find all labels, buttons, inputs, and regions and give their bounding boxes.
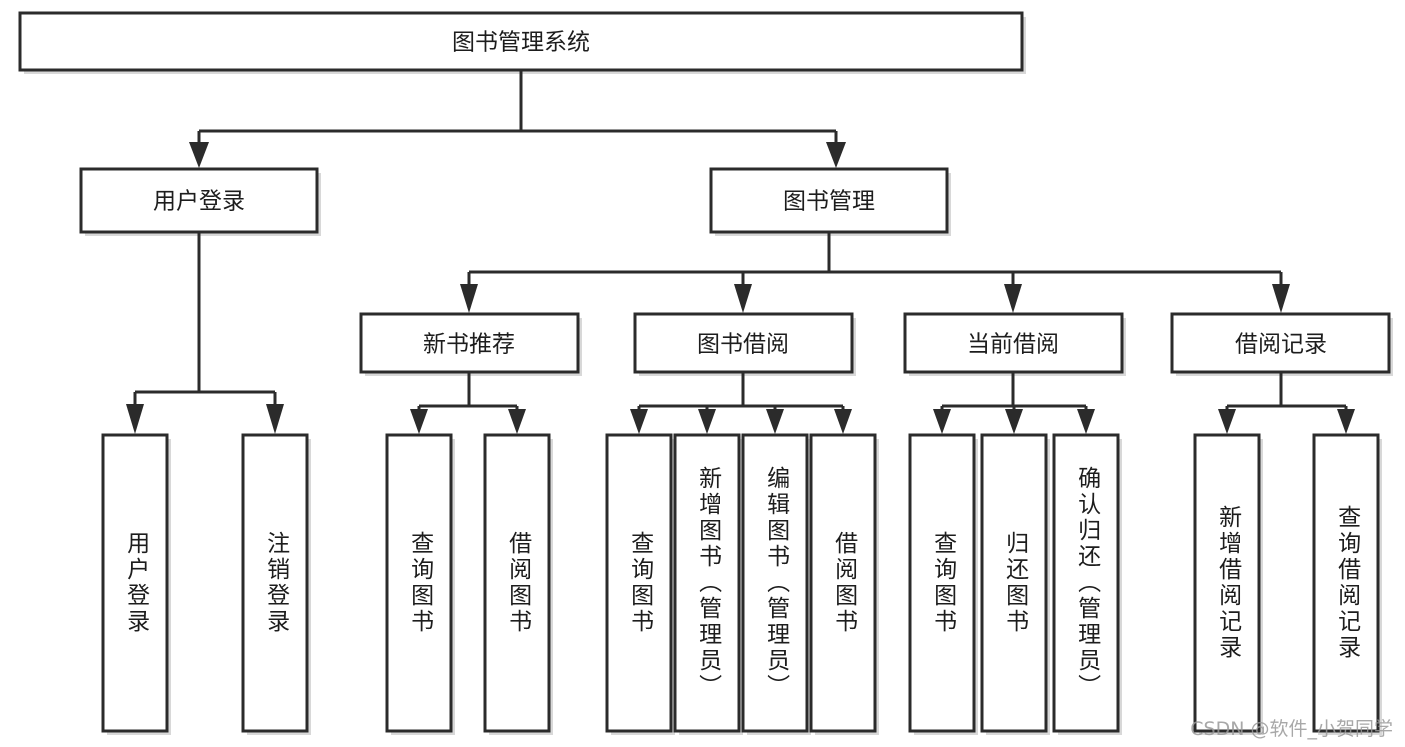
- leaf-node[interactable]: [1052, 433, 1122, 735]
- node-new-book-recommend[interactable]: [359, 312, 582, 376]
- node-current-borrow[interactable]: [903, 312, 1126, 376]
- connector-root-to-level2: [189, 70, 846, 168]
- user-login-box: [79, 167, 319, 234]
- leaf-node[interactable]: [241, 433, 311, 735]
- connector-currentborrow-to-leaves: [933, 372, 1095, 434]
- connector-userlogin-to-leaves: [126, 232, 284, 434]
- leaf-node[interactable]: [1193, 433, 1263, 735]
- current-borrow-box: [903, 312, 1124, 374]
- book-borrow-label: 图书借阅: [697, 332, 789, 358]
- leaf-node[interactable]: [741, 433, 811, 735]
- node-user-login[interactable]: [79, 167, 321, 236]
- connector-newbook-to-leaves: [410, 372, 526, 434]
- new-book-recommend-label: 新书推荐: [423, 332, 515, 358]
- new-book-recommend-box: [359, 312, 580, 374]
- leaf-node[interactable]: [385, 433, 455, 735]
- current-borrow-label: 当前借阅: [967, 332, 1059, 358]
- leaf-node[interactable]: [673, 433, 743, 735]
- borrow-record-box: [1170, 312, 1391, 374]
- root-label: 图书管理系统: [452, 30, 590, 56]
- connector-borrowrecord-to-leaves: [1218, 372, 1355, 434]
- leaf-node[interactable]: [605, 433, 675, 735]
- leaf-node[interactable]: [809, 433, 879, 735]
- leaf-node[interactable]: [908, 433, 978, 735]
- connector-bookmgmt-to-level3: [460, 232, 1290, 313]
- book-management-label: 图书管理: [783, 189, 875, 215]
- connector-bookborrow-to-leaves: [630, 372, 852, 434]
- node-book-borrow[interactable]: [633, 312, 856, 376]
- user-login-label: 用户登录: [153, 189, 245, 215]
- node-borrow-record[interactable]: [1170, 312, 1393, 376]
- watermark-text: CSDN @软件_小贺同学: [1190, 718, 1393, 740]
- leaf-node[interactable]: [101, 433, 171, 735]
- node-root[interactable]: [18, 11, 1026, 74]
- borrow-record-label: 借阅记录: [1235, 332, 1327, 358]
- leaf-node[interactable]: [980, 433, 1050, 735]
- leaf-node[interactable]: [483, 433, 553, 735]
- leaf-node[interactable]: [1312, 433, 1382, 735]
- root-box: [18, 11, 1024, 72]
